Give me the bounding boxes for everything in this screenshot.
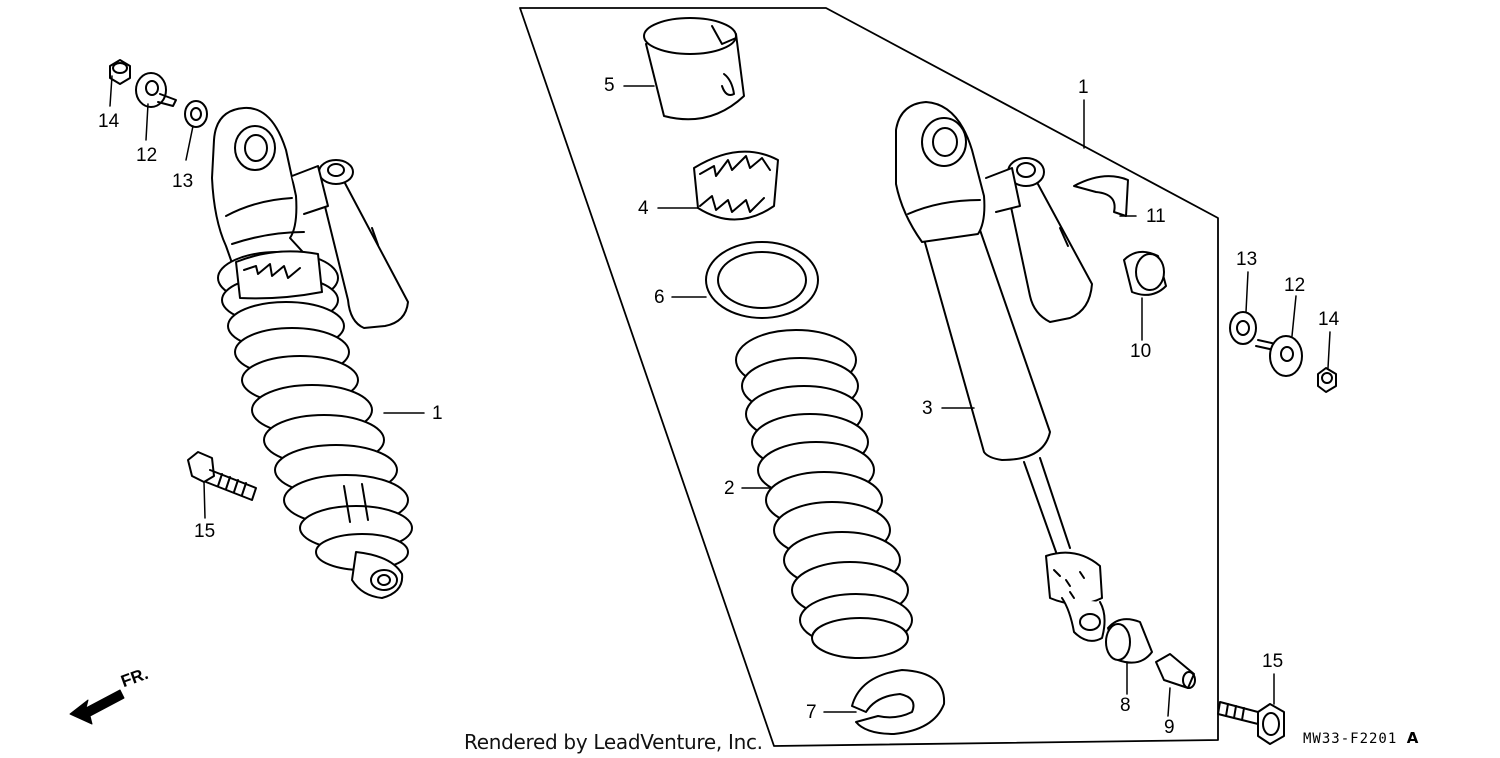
washer-13-left	[185, 101, 207, 127]
leaders-exploded	[624, 86, 1330, 716]
callout-12-left: 12	[136, 145, 158, 166]
render-credit: Rendered by LeadVenture, Inc.	[464, 730, 763, 754]
lower-eye-left	[352, 552, 402, 598]
callout-4: 4	[638, 198, 649, 219]
leaders-left	[110, 76, 424, 518]
callout-9: 9	[1164, 717, 1175, 738]
part-4-retainer	[694, 152, 778, 220]
upper-body-left	[212, 108, 328, 280]
part-5-spring-cap	[644, 18, 744, 119]
part-11-clip	[1074, 176, 1128, 216]
washer-13-right	[1230, 312, 1256, 344]
callout-14-right: 14	[1318, 309, 1340, 330]
part-3-damper	[896, 102, 1105, 641]
callout-15-left: 15	[194, 521, 216, 542]
part-10-bushing	[1124, 252, 1166, 295]
callout-7: 7	[806, 702, 817, 723]
bolt-12-right	[1256, 336, 1302, 376]
bolt-12-left	[136, 73, 176, 107]
callout-13-right: 13	[1236, 249, 1258, 270]
callout-3: 3	[922, 398, 933, 419]
diagram-code: MW33-F2201 A	[1303, 729, 1419, 747]
diagram-code-suffix: A	[1406, 729, 1420, 747]
callout-11: 11	[1146, 206, 1166, 227]
exploded-view-frame	[520, 8, 1218, 746]
part-7-stopper	[852, 670, 944, 734]
callout-6: 6	[654, 287, 665, 308]
rod-left	[344, 484, 368, 522]
nut-14-left	[110, 60, 130, 84]
part-2-spring	[736, 330, 912, 658]
bolt-15-left	[188, 452, 256, 500]
callout-10: 10	[1130, 341, 1152, 362]
assembled-shock-absorber	[212, 108, 412, 598]
spring-left	[218, 252, 412, 570]
callout-15-right: 15	[1262, 651, 1284, 672]
callout-8: 8	[1120, 695, 1131, 716]
callout-12-right: 12	[1284, 275, 1306, 296]
callout-14-left: 14	[98, 111, 120, 132]
part-9-collar	[1156, 654, 1195, 688]
callout-2: 2	[724, 478, 735, 499]
reservoir-left	[318, 160, 408, 328]
collar-left	[236, 251, 322, 298]
callout-13-left: 13	[172, 171, 194, 192]
front-arrow-icon	[70, 690, 124, 724]
callout-1: 1	[1078, 77, 1089, 98]
callout-5: 5	[604, 75, 615, 96]
part-6-washer	[706, 242, 818, 318]
part-8-bushing	[1106, 619, 1152, 663]
nut-14-right	[1318, 368, 1336, 392]
bolt-15-right	[1218, 702, 1284, 744]
callout-1-left: 1	[432, 403, 443, 424]
diagram-code-main: MW33-F2201	[1303, 731, 1398, 747]
